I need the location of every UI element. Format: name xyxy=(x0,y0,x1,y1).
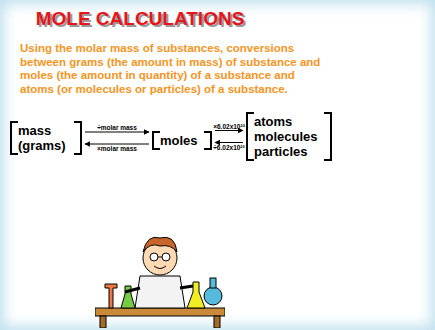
title: MOLE CALCULATIONS xyxy=(0,8,280,30)
arrow-label: ×6.02x10²³ xyxy=(213,123,245,130)
node-text: atoms molecules particles xyxy=(254,114,324,159)
arrow-label: ×molar mass xyxy=(97,145,137,152)
bracket-node: moles xyxy=(152,131,212,150)
description-text: Using the molar mass of substances, conv… xyxy=(20,42,330,96)
conversion-arrow xyxy=(85,132,149,133)
arrow-label: ÷molar mass xyxy=(97,124,137,131)
conversion-arrow xyxy=(215,130,243,131)
arrow-label: ÷6.02x10²³ xyxy=(213,144,244,151)
node-text: moles xyxy=(160,133,204,148)
scientist-illustration xyxy=(95,228,225,328)
node-text: mass (grams) xyxy=(18,123,74,153)
conversion-arrow xyxy=(85,144,149,145)
bracket-node: atoms molecules particles xyxy=(246,112,332,161)
bracket-node: mass (grams) xyxy=(10,121,82,155)
conversion-arrow xyxy=(215,142,243,143)
